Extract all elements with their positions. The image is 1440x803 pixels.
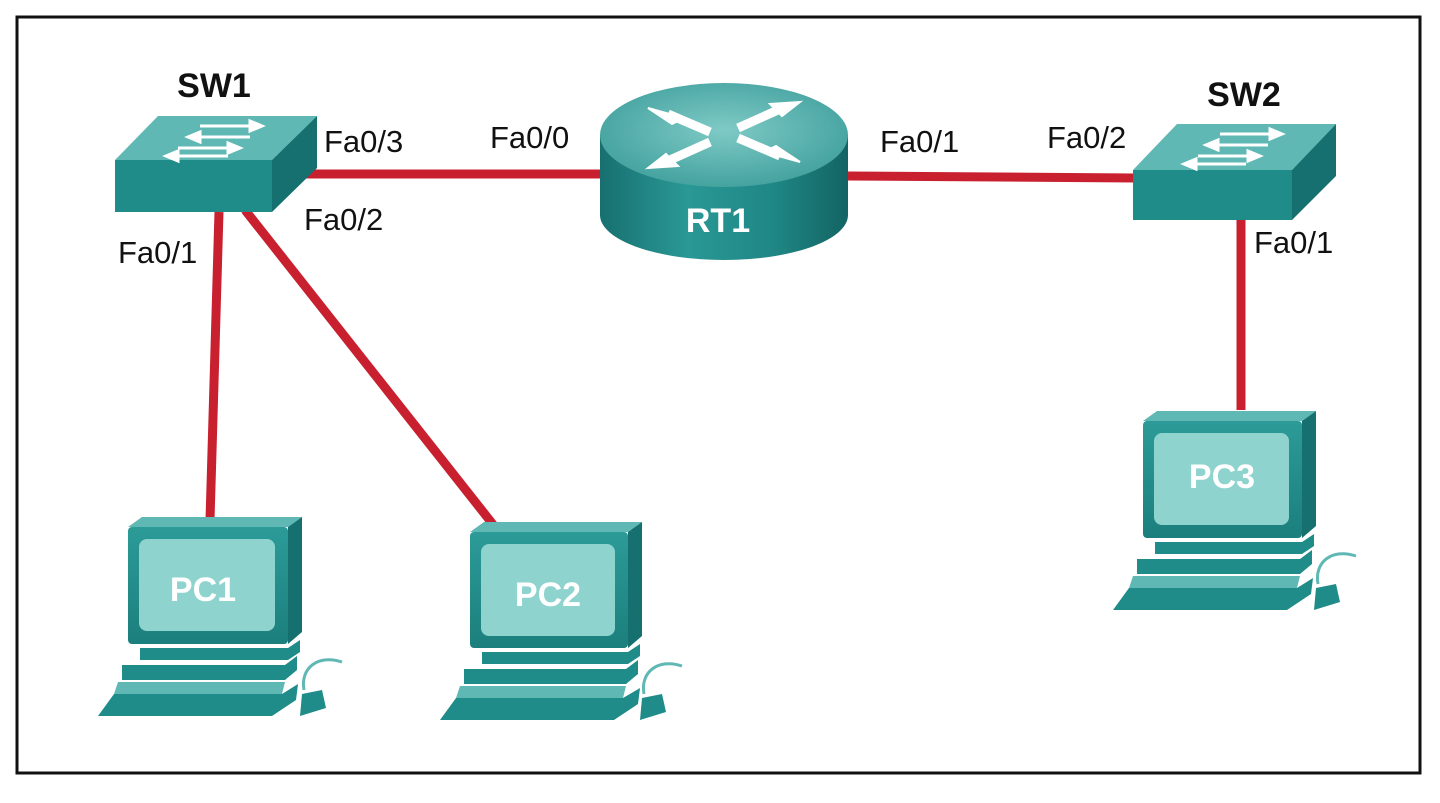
pc2-label: PC2 [515, 576, 581, 614]
rt1-router: RT1 [600, 83, 848, 260]
port-label-rt1-fa00: Fa0/0 [490, 120, 569, 155]
pc-icon [98, 517, 343, 716]
sw1-switch: SW1 [115, 67, 317, 212]
pc3-label: PC3 [1189, 458, 1255, 496]
port-label-sw1-fa02: Fa0/2 [304, 202, 383, 237]
pc1-computer: PC1 [98, 517, 343, 716]
router-icon [600, 83, 848, 260]
link-rt1-sw2 [847, 171, 1136, 183]
pc2-computer: PC2 [440, 522, 683, 720]
port-labels: Fa0/3 Fa0/2 Fa0/1 Fa0/0 Fa0/1 Fa0/2 Fa0/… [118, 120, 1333, 270]
link-sw1-pc2 [241, 207, 499, 530]
port-label-sw1-fa03: Fa0/3 [324, 124, 403, 159]
port-label-sw1-fa01: Fa0/1 [118, 235, 197, 270]
port-label-sw2-fa01: Fa0/1 [1254, 225, 1333, 260]
port-label-rt1-fa01: Fa0/1 [880, 124, 959, 159]
rt1-label: RT1 [686, 202, 750, 240]
sw1-name: SW1 [177, 67, 251, 105]
pc3-computer: PC3 [1113, 411, 1357, 610]
port-label-sw2-fa02: Fa0/2 [1047, 120, 1126, 155]
links [205, 169, 1246, 530]
pc-icon [1113, 411, 1357, 610]
switch-icon [115, 116, 317, 212]
link-sw1-pc1 [205, 211, 224, 521]
sw2-switch: SW2 [1133, 76, 1336, 220]
pc1-label: PC1 [170, 571, 236, 609]
pc-icon [440, 522, 683, 720]
sw2-name: SW2 [1207, 76, 1281, 114]
switch-icon [1133, 124, 1336, 220]
